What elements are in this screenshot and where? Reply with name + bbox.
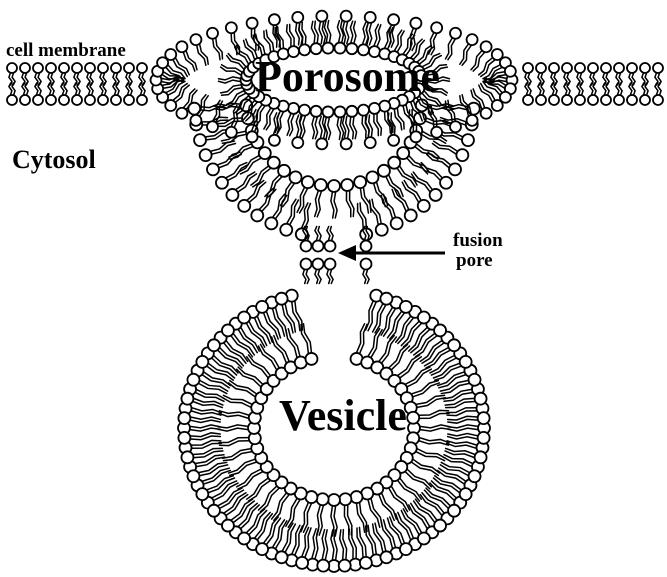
lipid-molecule <box>523 63 533 85</box>
lipid-molecule <box>575 63 585 85</box>
lipid-molecule <box>111 83 121 105</box>
lipid-molecule <box>98 83 108 105</box>
lipid-molecule <box>536 63 546 85</box>
lipid-molecule <box>549 83 559 105</box>
lipid-molecule <box>588 63 598 85</box>
lipid-molecule <box>328 180 340 218</box>
lipid-molecule <box>601 63 611 85</box>
lipid-molecule <box>280 199 298 236</box>
lipid-molecule <box>313 227 324 252</box>
lipid-molecule <box>33 83 43 105</box>
lipid-molecule <box>46 63 56 85</box>
lipid-molecule <box>59 63 69 85</box>
lipid-molecule <box>98 63 108 85</box>
lipid-molecule <box>317 530 329 572</box>
lipid-molecule <box>460 34 478 65</box>
lipid-molecule <box>317 493 329 535</box>
lipid-molecule <box>20 63 30 85</box>
fusion-pore-label-line2: pore <box>456 250 493 271</box>
lipid-molecule <box>111 63 121 85</box>
lipid-molecule <box>299 22 310 55</box>
lipid-molecule <box>124 83 134 105</box>
lipid-molecule <box>46 83 56 105</box>
lipid-molecule <box>640 83 650 105</box>
lipid-molecule <box>85 63 95 85</box>
lipid-molecule <box>614 63 624 85</box>
fusion-pore-arrow <box>338 245 445 261</box>
lipid-molecule <box>137 83 147 105</box>
lipid-molecule <box>176 41 197 71</box>
lipid-molecule <box>614 83 624 105</box>
cell-membrane-label: cell membrane <box>6 40 126 61</box>
lipid-molecule <box>562 83 572 105</box>
lipid-molecule <box>369 103 381 136</box>
lipid-molecule <box>72 63 82 85</box>
lipid-molecule <box>226 22 240 54</box>
lipid-molecule <box>59 83 69 105</box>
lipid-molecule <box>653 63 663 85</box>
lipid-molecule <box>341 179 354 217</box>
lipid-molecule <box>313 259 324 284</box>
lipid-molecule <box>523 83 533 105</box>
lipid-molecule <box>640 63 650 85</box>
lipid-molecule <box>588 83 598 105</box>
lipid-molecule <box>328 494 340 536</box>
lipid-molecule <box>124 63 134 85</box>
lipid-molecule <box>446 28 461 60</box>
lipid-molecule <box>361 259 372 284</box>
lipid-molecule <box>325 227 336 252</box>
lipid-molecule <box>358 105 369 138</box>
lipid-molecule <box>33 63 43 85</box>
lipid-molecule <box>562 63 572 85</box>
lipid-molecule <box>448 412 490 424</box>
lipid-molecule <box>7 63 17 85</box>
vesicle-label: Vesicle <box>279 391 407 440</box>
lipid-molecule <box>601 83 611 105</box>
lipid-molecule <box>335 106 346 139</box>
lipid-molecule <box>299 105 310 138</box>
lipid-molecule <box>301 259 312 284</box>
lipid-molecule <box>653 83 663 105</box>
lipid-molecule <box>358 22 369 55</box>
lipid-molecule <box>322 21 333 54</box>
lipid-molecule <box>7 83 17 105</box>
lipid-molecule <box>536 83 546 105</box>
lipid-molecule <box>72 83 82 105</box>
fusion-pore-label-line1: fusion <box>453 230 503 251</box>
lipid-molecule <box>315 179 327 217</box>
lipid-molecule <box>549 63 559 85</box>
lipid-molecule <box>325 259 336 284</box>
lipid-molecule <box>627 63 637 85</box>
lipid-molecule <box>178 432 220 444</box>
cytosol-label: Cytosol <box>12 145 96 174</box>
lipid-molecule <box>20 83 30 105</box>
lipid-molecule <box>627 83 637 105</box>
lipid-molecule <box>85 83 95 105</box>
porosome-label: Porosome <box>255 52 440 101</box>
lipid-molecule <box>137 63 147 85</box>
lipid-molecule <box>575 83 585 105</box>
lipid-molecule <box>207 28 222 60</box>
lipid-molecule <box>407 410 449 423</box>
